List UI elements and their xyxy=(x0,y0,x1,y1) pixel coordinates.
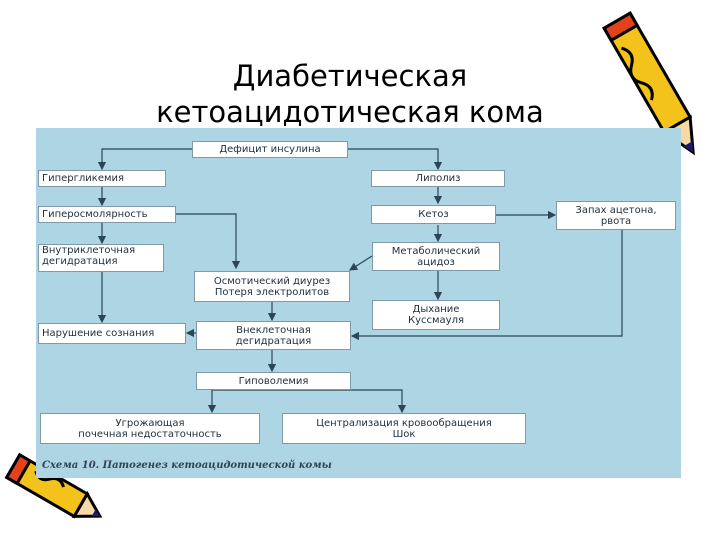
box-impaired-consciousness: Нарушение сознания xyxy=(38,323,186,344)
box-label: Гипергликемия xyxy=(42,173,125,184)
box-label: Гиперосмолярность xyxy=(42,209,148,220)
box-label-line-1: Угрожающая xyxy=(115,417,185,429)
box-metabolic-acidosis: Метаболический ацидоз xyxy=(372,242,500,271)
scheme-caption: Схема 10. Патогенез кетоацидотической ко… xyxy=(42,460,332,471)
box-label-line-2: рвота xyxy=(600,215,632,227)
box-renal-failure: Угрожающая почечная недостаточность xyxy=(40,413,260,444)
box-osmotic-diuresis: Осмотический диурез Потеря электролитов xyxy=(194,271,350,302)
box-label-line-1: Запах ацетона, xyxy=(575,204,657,216)
box-hyperglycemia: Гипергликемия xyxy=(38,170,166,187)
box-label-line-1: Метаболический xyxy=(391,245,481,257)
title-line-2: кетоацидотическая кома xyxy=(156,95,544,129)
box-label: Нарушение сознания xyxy=(42,328,155,339)
box-label-line-2: дегидратация xyxy=(42,256,118,267)
box-acetone-vomiting: Запах ацетона, рвота xyxy=(556,201,676,230)
box-circulation-centralization: Централизация кровообращения Шок xyxy=(282,413,526,444)
pencil-icon-top-right xyxy=(602,11,695,156)
box-kussmaul-breathing: Дыхание Куссмауля xyxy=(372,300,500,330)
box-label: Кетоз xyxy=(418,209,449,220)
box-label: Липолиз xyxy=(415,173,461,184)
box-ketosis: Кетоз xyxy=(371,205,496,224)
pathogenesis-scheme: Дефицит инсулина Гипергликемия Липолиз Г… xyxy=(36,128,681,478)
page-title: Диабетическая кетоацидотическая кома xyxy=(90,58,610,130)
box-label: Дефицит инсулина xyxy=(219,144,321,155)
box-label-line-2: Потеря электролитов xyxy=(214,286,330,298)
box-label-line-2: ацидоз xyxy=(417,256,455,268)
box-label-line-1: Осмотический диурез xyxy=(213,275,331,287)
box-extracellular-dehydration: Внеклеточная дегидратация xyxy=(196,321,351,350)
scheme-connectors xyxy=(97,148,623,414)
box-label-line-1: Дыхание xyxy=(412,304,460,315)
box-label-line-2: Шок xyxy=(392,428,416,440)
box-lipolysis: Липолиз xyxy=(371,170,505,187)
title-line-1: Диабетическая xyxy=(232,59,468,93)
box-label-line-1: Внеклеточная xyxy=(236,324,311,336)
box-insulin-deficiency: Дефицит инсулина xyxy=(192,141,348,158)
box-hyperosmolarity: Гиперосмолярность xyxy=(38,206,176,223)
box-label-line-1: Внутриклеточная xyxy=(42,245,136,256)
box-intracellular-dehydration: Внутриклеточная дегидратация xyxy=(38,244,164,272)
box-hypovolemia: Гиповолемия xyxy=(196,372,351,390)
box-label-line-1: Централизация кровообращения xyxy=(316,417,492,429)
box-label-line-2: Куссмауля xyxy=(407,315,464,326)
box-label-line-2: почечная недостаточность xyxy=(78,428,222,440)
box-label-line-2: дегидратация xyxy=(235,335,312,347)
box-label: Гиповолемия xyxy=(238,375,309,387)
